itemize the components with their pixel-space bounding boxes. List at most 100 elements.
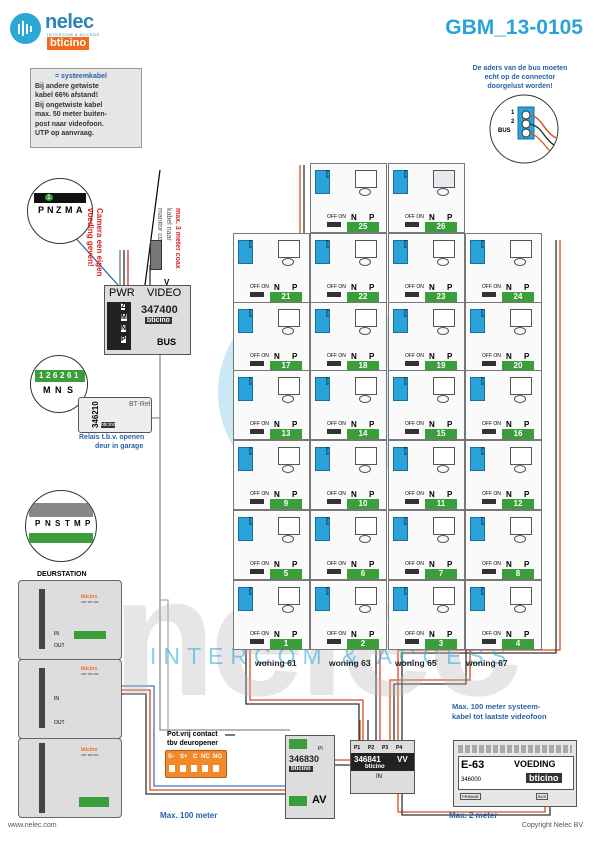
handset-icon [282,535,294,543]
relay-digit: 2 [60,371,65,380]
monitor-icon [510,240,532,258]
door-inset-label: P [35,519,41,528]
module-347400-brand: bticino [145,317,172,324]
dip-switch-icon [250,639,264,644]
voeding-bus: BUS [536,793,549,800]
pin-label: N [121,325,127,332]
dip-switch-icon [405,569,419,574]
off-on-label: OFF ON [250,631,269,637]
off-on-label: OFF ON [405,214,424,220]
off-on-label: OFF ON [327,214,346,220]
pin-label: M [121,314,127,321]
bus-terminal-label: BUS [498,128,511,134]
off-on-label: OFF ON [405,561,424,567]
note-line: Bij andere getwiste [35,82,99,90]
p-label: P [447,630,453,639]
handset-icon [359,188,371,196]
dip-switch-icon [405,499,419,504]
bus-label: BUS [403,377,408,386]
unit-number: 9 [270,499,302,509]
n-label: N [351,630,357,639]
unit-number: 21 [270,292,302,302]
bus-label: BUS [403,240,408,249]
off-on-label: OFF ON [327,631,346,637]
brand-tagline: INTERCOM & ACCESS [47,32,100,37]
bus-connector-icon [470,517,485,541]
off-on-label: OFF ON [482,561,501,567]
port-label: P1 [354,745,361,751]
handset-icon [282,605,294,613]
monitor-icon [433,309,455,327]
unit-number: 16 [502,429,534,439]
monitor-icon [433,240,455,258]
nelec-logo-icon [10,13,41,44]
unit-number: 18 [347,361,379,371]
off-on-label: OFF ON [250,284,269,290]
relay-digit: 6 [53,371,58,380]
voeding-e63: E-63 VOEDING 346000 bticino PRIMAIR BUS [453,740,577,807]
dip-switch-icon [405,292,419,297]
module-347400-bus: BUS [157,337,177,347]
off-on-label: OFF ON [250,491,269,497]
door-inset-label: P [85,519,91,528]
deurstation-model: ART 351 001 [81,600,99,604]
port-label: P3 [382,745,389,751]
dip-switch-icon [482,639,496,644]
monitor-icon [355,240,377,258]
bus-note-line: De aders van de bus moeten [472,65,568,72]
relay-digit: 6 [67,371,72,380]
v-label: V [164,278,170,287]
unit-number: 3 [425,639,457,649]
footer-url[interactable]: www.nelec.com [8,822,57,829]
note-line: UTP op aanvraag. [35,130,95,137]
dip-switch-icon [250,499,264,504]
unit-number: 7 [425,569,457,579]
dip-switch-icon [405,429,419,434]
n-label: N [506,630,512,639]
off-on-label: OFF ON [327,421,346,427]
coax-connector [150,240,162,270]
deurstation-in: IN [54,631,59,637]
bus-label: BUS [248,447,253,456]
dip-switch-icon [327,499,341,504]
relay-mode: BT-Rel [129,401,151,408]
monitor-icon [510,377,532,395]
n-label: N [429,560,435,569]
bus-label: BUS [325,447,330,456]
off-on-label: OFF ON [482,491,501,497]
module-346830-pi: PI [318,746,323,752]
p-label: P [447,420,453,429]
unit-number: 19 [425,361,457,371]
p-label: P [524,560,530,569]
monitor-icon [278,587,300,605]
p-label: P [447,560,453,569]
inset-label: P [38,205,45,215]
monitor-icon [278,240,300,258]
unit-number: 25 [347,222,379,232]
module-346841-code: 346841 [354,755,381,764]
bus-connector-icon [315,377,330,401]
relay-digit: 1 [39,371,44,380]
door-inset-label: M [74,519,81,528]
door-inset-label: S [55,519,61,528]
p-label: P [292,490,298,499]
doorstation-terminal-inset: P N S T M P [25,490,97,562]
deurstation-title: DEURSTATION [37,571,87,578]
dip-switch-icon [250,292,264,297]
handset-icon [282,395,294,403]
dip-switch-icon [250,361,264,366]
bus-connector-icon [470,447,485,471]
off-on-label: OFF ON [250,421,269,427]
n-label: N [429,630,435,639]
pin-label: Z [121,303,126,310]
unit-number: 10 [347,499,379,509]
relay-digit: 2 [46,371,51,380]
